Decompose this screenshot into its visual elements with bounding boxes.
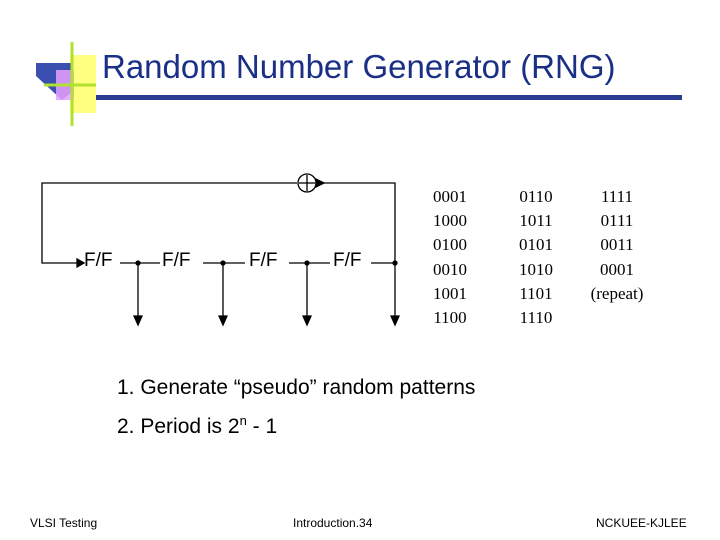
sequence-value: 1110 (519, 308, 553, 328)
sequence-column-1: 0001 1000 0100 0010 1001 1100 (422, 185, 478, 330)
footer-right: NCKUEE-KJLEE (596, 516, 687, 530)
sequence-value: (repeat) (590, 283, 644, 303)
logo-decoration (36, 42, 96, 126)
bullet-2: 2. Period is 2n - 1 (117, 413, 277, 439)
footer-center: Introduction.34 (293, 516, 373, 530)
footer-bar (22, 510, 705, 535)
sequence-value: 1111 (600, 187, 634, 206)
flip-flop-3: F/F (249, 250, 278, 271)
footer-left: VLSI Testing (30, 516, 98, 530)
sequence-value: 0101 (519, 235, 553, 255)
sequence-value: 0010 (433, 259, 467, 279)
sequence-column-3: 1111 0111 0011 0001 (repeat) (577, 185, 657, 306)
sequence-value: 0001 (433, 187, 467, 206)
flip-flop-2: F/F (162, 250, 191, 271)
flip-flop-1: F/F (84, 250, 113, 271)
bullet-2-exponent: n (239, 413, 247, 428)
sequence-column-2: 0110 1011 0101 1010 1101 1110 (508, 185, 564, 330)
sequence-value: 1010 (519, 259, 553, 279)
slide-title: Random Number Generator (RNG) (102, 48, 616, 85)
sequence-value: 0100 (433, 235, 467, 255)
sequence-value: 0001 (600, 259, 634, 279)
sequence-value: 1100 (433, 308, 467, 328)
bullet-1: 1. Generate “pseudo” random patterns (117, 376, 476, 399)
sequence-value: 1101 (519, 283, 553, 303)
bullet-2-prefix: 2. Period is 2 (117, 415, 240, 438)
sequence-value: 1000 (433, 211, 467, 231)
flip-flop-4: F/F (333, 250, 362, 271)
lfsr-circuit (41, 173, 401, 327)
sequence-value: 0110 (519, 187, 553, 206)
title-underline (96, 95, 682, 100)
sequence-value: 1011 (519, 211, 553, 231)
sequence-value: 0011 (600, 235, 634, 255)
sequence-value: 1001 (433, 283, 467, 303)
bullet-2-suffix: - 1 (246, 415, 278, 438)
sequence-value: 0111 (600, 211, 634, 231)
